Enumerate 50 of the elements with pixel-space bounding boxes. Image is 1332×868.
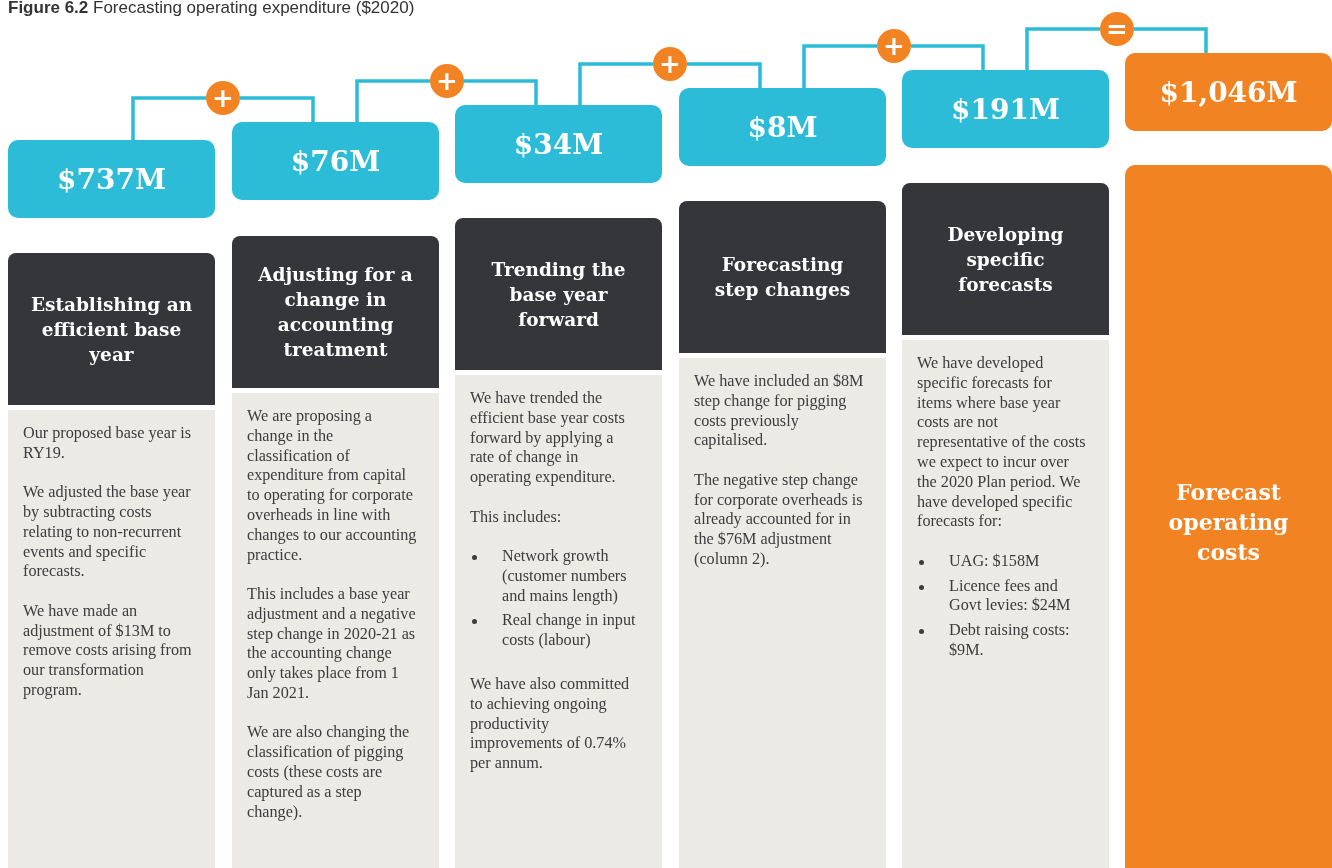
bullet-text: Licence fees and Govt levies: $24M <box>949 576 1071 615</box>
operator-circle: + <box>430 64 464 98</box>
total-value-box: $1,046M <box>1125 53 1332 131</box>
figure-title: Figure 6.2 Forecasting operating expenditure ($2020) <box>8 0 415 18</box>
value-box: $34M <box>455 105 662 183</box>
paragraph: We have developed specific forecasts for items where base year costs are not representative of the costs we expect to incur over the 2020 Plan period. We have developed specific forecasts for: <box>917 354 1087 533</box>
paragraph: We are also changing the classification of pigging costs (these costs are captured as a step change). <box>247 723 411 823</box>
value-box: $191M <box>902 70 1109 148</box>
connector-line <box>355 79 430 122</box>
step-heading-box: Forecasting step changes <box>679 201 886 353</box>
value-box: $76M <box>232 122 439 200</box>
connector-line <box>1025 27 1100 70</box>
paragraph: Our proposed base year is RY19. <box>23 424 193 464</box>
operator-circle: = <box>1100 12 1134 46</box>
bullet-text: Debt raising costs: $9M. <box>949 621 1070 659</box>
step-description-box <box>455 375 662 868</box>
paragraph: We have made an adjustment of $13M to remove costs arising from our transformation program. <box>23 601 193 701</box>
total-box: Forecast operating costs <box>1125 165 1332 868</box>
step-description-box <box>8 410 215 868</box>
paragraph: We have also committed to achieving ongoing productivity improvements of 0.74% per annum. <box>470 674 631 774</box>
paragraph: We have included an $8M step change for pigging costs previously capitalised. <box>694 372 864 452</box>
connector-line <box>131 96 206 140</box>
step-heading-box: Establishing an efficient base year <box>8 253 215 405</box>
operator-circle: + <box>206 81 240 115</box>
connector-line <box>911 44 985 70</box>
step-heading-box: Developing specific forecasts <box>902 183 1109 335</box>
operator-circle: + <box>653 47 687 81</box>
step-heading-box: Adjusting for a change in accounting treatment <box>232 236 439 388</box>
step-heading-box: Trending the base year forward <box>455 218 662 370</box>
value-box: $8M <box>679 88 886 166</box>
step-description-box <box>679 358 886 868</box>
step-description-box <box>232 393 439 868</box>
paragraph: The negative step change for corporate overheads is already accounted for in the $76M adjustment (column 2). <box>694 470 864 570</box>
connector-line <box>1134 27 1208 53</box>
connector-line <box>578 62 653 105</box>
connector-line <box>687 62 762 88</box>
bullet-text: Network growth (customer numbers and mains length) <box>502 546 627 605</box>
value-box: $737M <box>8 140 215 218</box>
paragraph: This includes a base year adjustment and a negative step change in 2020-21 as the accounting change only takes place from 1 Jan 2021. <box>247 584 417 704</box>
paragraph: We adjusted the base year by subtracting costs relating to non-recurrent events and specific forecasts. <box>23 483 192 583</box>
step-description-box <box>902 340 1109 868</box>
connector-line <box>464 79 538 105</box>
paragraph: We have trended the efficient base year costs forward by applying a rate of change in operating expenditure. <box>470 389 626 488</box>
bullet-text: Real change in input costs (labour) <box>502 611 636 650</box>
connector-line <box>802 44 877 88</box>
paragraph: This includes: <box>470 507 563 528</box>
operator-circle: + <box>877 29 911 63</box>
paragraph: We are proposing a change in the classification of expenditure from capital to operating for corporate overheads in line with changes to our accounting practice. <box>247 407 417 566</box>
bullet-text: UAG: $158M <box>949 551 1040 570</box>
connector-line <box>240 96 315 122</box>
